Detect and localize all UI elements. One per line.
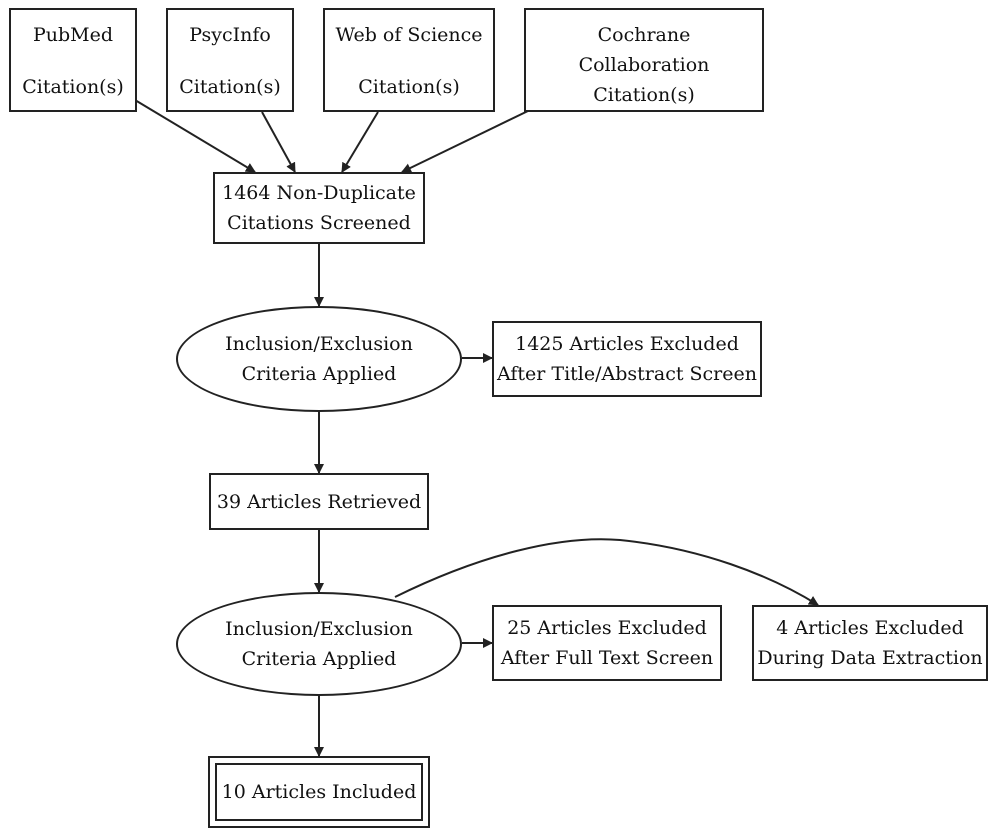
- arrow-wos-to-screened: [341, 111, 379, 173]
- included-label: 10 Articles Included: [221, 781, 417, 803]
- source-name: PubMed: [32, 24, 114, 46]
- criteria1-line1: Inclusion/Exclusion: [225, 333, 413, 355]
- source-pubmed: PubMed Citation(s): [9, 8, 137, 112]
- excluded-extraction-line1: 4 Articles Excluded: [776, 617, 964, 639]
- source-web-of-science: Web of Science Citation(s): [323, 8, 495, 112]
- source-sub: Citation(s): [593, 84, 695, 106]
- arrow-psycinfo-to-screened: [261, 111, 296, 173]
- screened-line2: Citations Screened: [227, 212, 411, 234]
- criteria-applied-1: Inclusion/Exclusion Criteria Applied: [176, 306, 462, 412]
- criteria2-line1: Inclusion/Exclusion: [225, 618, 413, 640]
- citations-screened-box: 1464 Non-Duplicate Citations Screened: [213, 172, 425, 244]
- source-psycinfo: PsycInfo Citation(s): [166, 8, 294, 112]
- arrow-cochrane-to-screened: [401, 109, 531, 173]
- excluded-fulltext-box: 25 Articles Excluded After Full Text Scr…: [492, 605, 722, 681]
- source-name: Cochrane Collaboration: [578, 24, 710, 76]
- articles-included-box: 10 Articles Included: [208, 756, 430, 828]
- criteria1-line2: Criteria Applied: [241, 363, 397, 385]
- retrieved-label: 39 Articles Retrieved: [216, 490, 422, 513]
- excluded-abstract-line2: After Title/Abstract Screen: [497, 363, 757, 385]
- source-cochrane: Cochrane Collaboration Citation(s): [524, 8, 764, 112]
- source-name: Web of Science: [335, 24, 483, 46]
- source-name: PsycInfo: [189, 24, 271, 46]
- arrow-criteria2-to-extraction-excluded: [394, 538, 819, 606]
- excluded-fulltext-line2: After Full Text Screen: [500, 647, 714, 669]
- screened-line1: 1464 Non-Duplicate: [222, 182, 416, 204]
- excluded-abstract-box: 1425 Articles Excluded After Title/Abstr…: [492, 321, 762, 397]
- excluded-fulltext-line1: 25 Articles Excluded: [507, 617, 707, 639]
- inner-border: [215, 763, 423, 821]
- source-sub: Citation(s): [22, 76, 124, 98]
- source-sub: Citation(s): [358, 76, 460, 98]
- excluded-abstract-line1: 1425 Articles Excluded: [515, 333, 739, 355]
- criteria2-line2: Criteria Applied: [241, 648, 397, 670]
- excluded-extraction-box: 4 Articles Excluded During Data Extracti…: [752, 605, 988, 681]
- source-sub: Citation(s): [179, 76, 281, 98]
- articles-retrieved-box: 39 Articles Retrieved: [209, 473, 429, 530]
- criteria-applied-2: Inclusion/Exclusion Criteria Applied: [176, 592, 462, 696]
- excluded-extraction-line2: During Data Extraction: [757, 647, 983, 669]
- arrow-pubmed-to-screened: [134, 99, 256, 173]
